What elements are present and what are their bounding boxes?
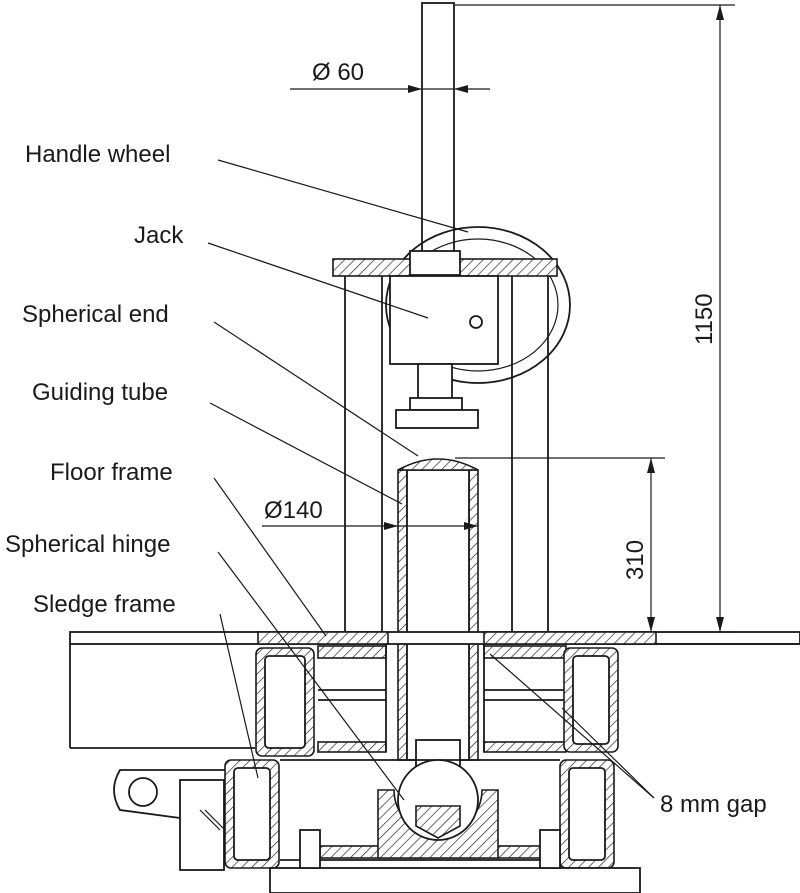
label-guiding-tube: Guiding tube [32, 379, 168, 406]
leader-lines [207, 159, 655, 801]
height-tube-text: 310 [622, 540, 649, 580]
label-jack: Jack [134, 222, 184, 249]
spherical-hinge [377, 759, 499, 859]
rod-diameter-text: Ø 60 [312, 59, 364, 86]
dim-tube-diameter: Ø140 [262, 497, 478, 530]
top-plate [332, 250, 558, 277]
label-gap: 8 mm gap [660, 791, 767, 818]
labels: Handle wheel Jack Spherical end Guiding … [5, 141, 767, 818]
jack-body [389, 275, 499, 429]
floor-frame [69, 631, 800, 753]
label-spherical-end: Spherical end [22, 301, 169, 328]
height-total-text: 1150 [691, 293, 718, 345]
side-posts [344, 276, 549, 632]
dim-rod-diameter: Ø 60 [290, 59, 490, 93]
box-sections [255, 647, 619, 757]
label-sledge-frame: Sledge frame [33, 591, 176, 618]
label-spherical-hinge: Spherical hinge [5, 531, 170, 558]
label-floor-frame: Floor frame [50, 459, 173, 486]
dim-height-tube: 310 [455, 457, 665, 632]
dim-height-total: 1150 [455, 4, 735, 633]
upper-rod [421, 2, 455, 259]
tube-diameter-text: Ø140 [264, 497, 323, 524]
label-handle-wheel: Handle wheel [25, 141, 170, 168]
sledge-frame [113, 759, 641, 893]
